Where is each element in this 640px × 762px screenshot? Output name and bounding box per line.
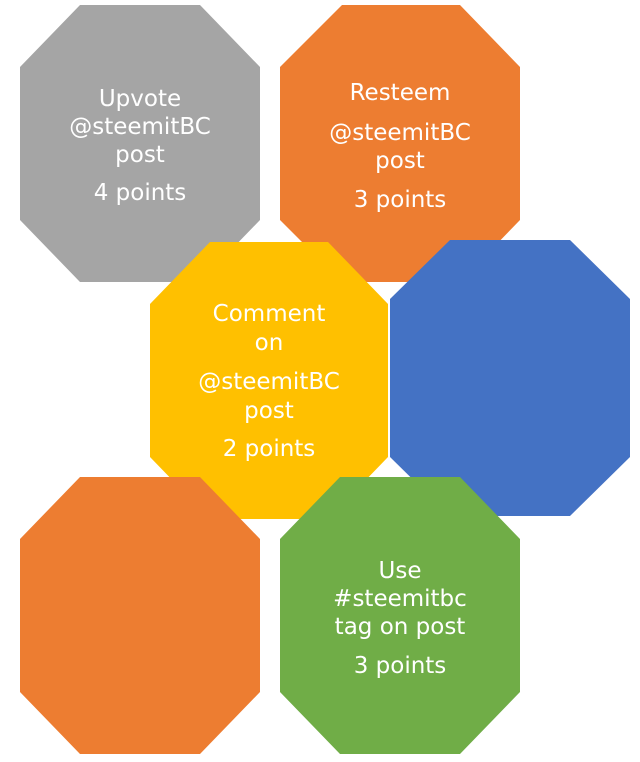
hexagon-resteem-points: 3 points: [354, 187, 447, 213]
hexagon-resteem-line-1: Resteem: [350, 80, 451, 106]
hexagon-comment-line-4: post: [244, 398, 294, 424]
hexagon-comment: Comment on @steemitBC post 2 points: [150, 242, 388, 519]
hexagon-tag-line-1: Use: [379, 558, 422, 584]
hexagon-tag-line-2: #steemitbc: [333, 586, 467, 612]
hexagon-tag-line-3: tag on post: [335, 614, 466, 640]
hexagon-tag-points: 3 points: [354, 653, 447, 679]
hexagon-upvote-points: 4 points: [94, 180, 187, 206]
hexagon-tag: Use #steemitbc tag on post 3 points: [280, 477, 520, 754]
hexagon-comment-line-3: @steemitBC: [198, 369, 340, 395]
hexagon-resteem-shape: [280, 5, 520, 282]
hexagon-blank-orange: [20, 477, 260, 754]
hexagon-upvote-shape: [20, 5, 260, 282]
hexagon-resteem-line-3: post: [375, 148, 425, 174]
hexagon-comment-line-1: Comment: [213, 301, 326, 327]
hexagon-blank-blue-shape: [390, 240, 630, 516]
hexagon-upvote: Upvote @steemitBC post 4 points: [20, 5, 260, 282]
hexagon-comment-shape: [150, 242, 388, 519]
hexagon-resteem: Resteem @steemitBC post 3 points: [280, 5, 520, 282]
hexagon-upvote-line-1: Upvote: [99, 86, 181, 112]
hexagon-comment-points: 2 points: [223, 436, 316, 462]
hexagon-blank-blue: [390, 240, 630, 516]
hexagon-upvote-line-2: @steemitBC: [69, 114, 211, 140]
hexagon-upvote-line-3: post: [115, 142, 165, 168]
hexagon-resteem-line-2: @steemitBC: [329, 120, 471, 146]
hexagon-blank-orange-shape: [20, 477, 260, 754]
hexagon-tag-shape: [280, 477, 520, 754]
hexagon-comment-line-2: on: [255, 330, 284, 356]
